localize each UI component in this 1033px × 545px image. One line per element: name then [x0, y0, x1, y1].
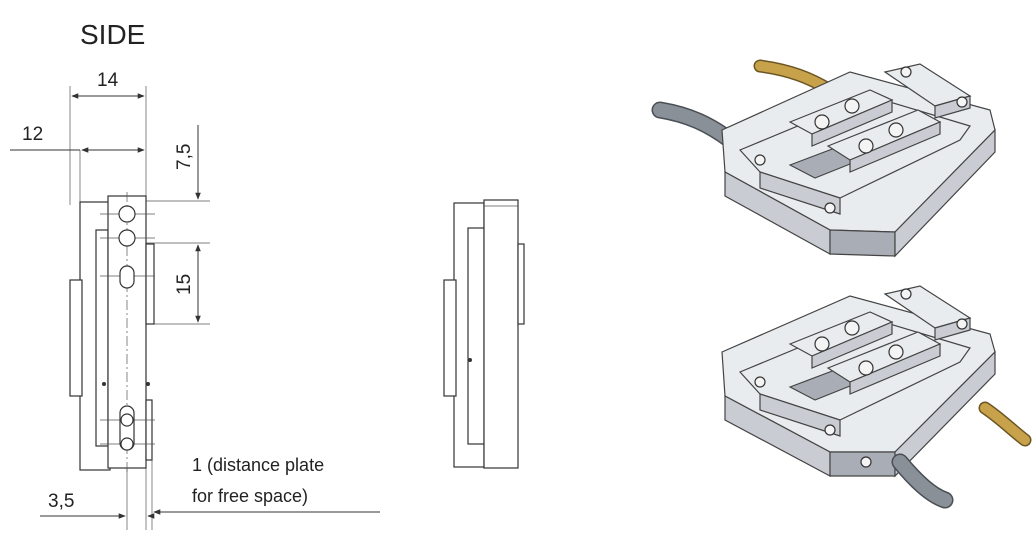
note-line-2: for free space): [192, 486, 308, 506]
side-view: [10, 86, 380, 530]
view-title: SIDE: [80, 19, 145, 50]
dimension-width-total: 14: [97, 70, 119, 91]
sensor-illustration-bottom: [721, 285, 1032, 509]
dimension-top-offset: 7,5: [174, 144, 195, 170]
dimension-hole-spacing: 15: [174, 274, 195, 295]
dimension-bottom-width: 3,5: [48, 491, 74, 512]
note-line-1: 1 (distance plate: [192, 455, 324, 475]
dimension-width-body: 12: [22, 124, 43, 145]
profile-view: [443, 199, 525, 469]
sensor-illustration-top: [651, 59, 996, 258]
